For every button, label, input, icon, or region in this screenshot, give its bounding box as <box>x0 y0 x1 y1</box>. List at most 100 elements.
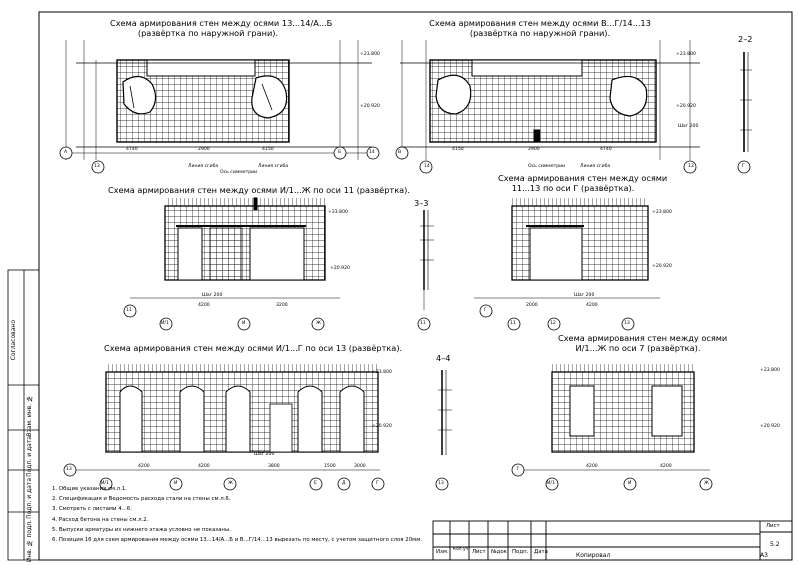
axis-label: Б <box>338 150 342 155</box>
axis-label: Ж <box>228 481 233 486</box>
note-6: 6. Позиция 16 для схем армирования между… <box>52 537 422 543</box>
axis-label: Е <box>314 481 317 486</box>
level-mark: +20.920 <box>330 266 350 271</box>
axis-label: И <box>628 481 632 486</box>
stamp-col-izm: Изм. <box>436 549 449 555</box>
dimension: 4150 <box>262 147 274 152</box>
level-mark: +23.800 <box>760 368 780 373</box>
stamp-col-date: Дата <box>534 549 548 555</box>
binding-sign-date: Подп. и дата <box>26 436 33 477</box>
annotation: Ось симметрии <box>220 170 258 175</box>
annotation: Шаг 200 <box>202 293 223 298</box>
level-mark: +20.920 <box>360 104 380 109</box>
axis-label: 13 <box>66 467 72 472</box>
scheme-3 <box>123 197 340 331</box>
scheme-1-subtitle: (развёртка по наружной грани). <box>137 28 279 38</box>
scheme-1-title: Схема армирования стен между осями 13...… <box>110 18 333 28</box>
dimension: 4150 <box>452 147 464 152</box>
axis-label: 13 <box>688 164 694 169</box>
dimension: 4740 <box>600 147 612 152</box>
scheme-5 <box>63 364 385 491</box>
axis-label: 14 <box>424 164 430 169</box>
dimension: 3000 <box>354 464 366 469</box>
note-2: 2. Спецификация и Ведомость расхода стал… <box>52 496 231 502</box>
dimension: 2900 <box>528 147 540 152</box>
dimension: 4200 <box>198 303 210 308</box>
stamp-copied: Копировал <box>576 552 611 559</box>
stamp-col-list: Лист <box>472 549 486 555</box>
dimension: 4200 <box>586 464 598 469</box>
note-1: 1. Общие указания см.л.1. <box>52 486 127 492</box>
dimension: 1500 <box>324 464 336 469</box>
axis-label: И/1 <box>547 481 555 486</box>
axis-label: 14 <box>369 150 375 155</box>
level-mark: +23.800 <box>372 370 392 375</box>
axis-label: Ж <box>704 481 709 486</box>
scheme-4 <box>474 198 660 331</box>
level-mark: +23.800 <box>652 210 672 215</box>
annotation: Линия сгиба <box>580 164 611 169</box>
axis-label: Г <box>376 481 379 486</box>
annotation: Линия сгиба <box>258 164 289 169</box>
dimension: 4200 <box>138 464 150 469</box>
binding-inv-no: Инв. № подл. <box>26 520 33 563</box>
axis-label: И/1 <box>101 481 109 486</box>
scheme-4-title: Схема армирования стен между осями <box>498 173 668 183</box>
axis-label: 13 <box>438 481 444 486</box>
dimension: 3200 <box>276 303 288 308</box>
axis-label: И <box>242 321 246 326</box>
note-3: 3. Смотреть с листами 4...6. <box>52 506 132 512</box>
scheme-4-subtitle: 11...13 по оси Г (развёртка). <box>511 183 635 193</box>
axis-label: 13 <box>94 164 100 169</box>
level-mark: +23.800 <box>328 210 348 215</box>
scheme-2-title: Схема армирования стен между осями В...Г… <box>429 18 651 28</box>
axis-label: Ж <box>316 321 321 326</box>
section-3-3 <box>417 210 434 331</box>
axis-label: Г <box>742 164 745 169</box>
section-4-4-label: 4–4 <box>436 353 451 363</box>
stamp-sheet-label: Лист <box>766 523 780 529</box>
level-mark: +20.920 <box>652 264 672 269</box>
dimension: 4200 <box>198 464 210 469</box>
note-4: 4. Расход бетона на стены см.л.2. <box>52 517 149 523</box>
scheme-1 <box>59 40 380 174</box>
level-mark: +20.920 <box>676 104 696 109</box>
annotation: Шаг 200 <box>678 124 699 129</box>
axis-label: 12 <box>550 321 556 326</box>
scheme-5-title: Схема армирования стен между осями И/1..… <box>104 343 403 353</box>
scheme-6-subtitle: И/1...Ж по оси 7 (развёртка). <box>575 343 701 353</box>
stamp-format: А3 <box>760 552 768 559</box>
axis-label: 13 <box>624 321 630 326</box>
level-mark: +20.920 <box>372 424 392 429</box>
binding-sign-orig: Подп. и дата <box>26 478 33 519</box>
scheme-3-title: Схема армирования стен между осями И/1..… <box>108 185 410 195</box>
title-block <box>432 520 793 561</box>
section-4-4 <box>435 370 452 491</box>
axis-label: И/1 <box>161 321 169 326</box>
stamp-sheet-number: 5.2 <box>770 541 780 548</box>
scheme-6 <box>511 364 713 491</box>
section-3-3-label: 3–3 <box>414 198 429 208</box>
axis-label: 11 <box>510 321 516 326</box>
annotation: Шаг 200 <box>574 293 595 298</box>
dimension: 4200 <box>660 464 672 469</box>
dimension: 2900 <box>198 147 210 152</box>
binding-replace: Взам. инв. № <box>26 395 33 437</box>
scheme-2-subtitle: (развёртка по наружной грани). <box>469 28 611 38</box>
dimension: 4200 <box>586 303 598 308</box>
scheme-6-title: Схема армирования стен между осями <box>558 333 728 343</box>
axis-label: Г <box>484 308 487 313</box>
dimension: 2000 <box>526 303 538 308</box>
annotation: Шаг 200 <box>254 452 275 457</box>
axis-label: В <box>398 150 402 155</box>
axis-label: 11 <box>126 308 132 313</box>
dimension: 4740 <box>126 147 138 152</box>
axis-label: А <box>64 150 68 155</box>
scheme-2 <box>395 40 752 174</box>
stamp-col-kol: Кол.уч. <box>453 547 470 552</box>
level-mark: +23.800 <box>676 52 696 57</box>
stamp-col-sign: Подп. <box>512 549 529 555</box>
axis-label: И <box>174 481 178 486</box>
annotation: Линия сгиба <box>188 164 219 169</box>
